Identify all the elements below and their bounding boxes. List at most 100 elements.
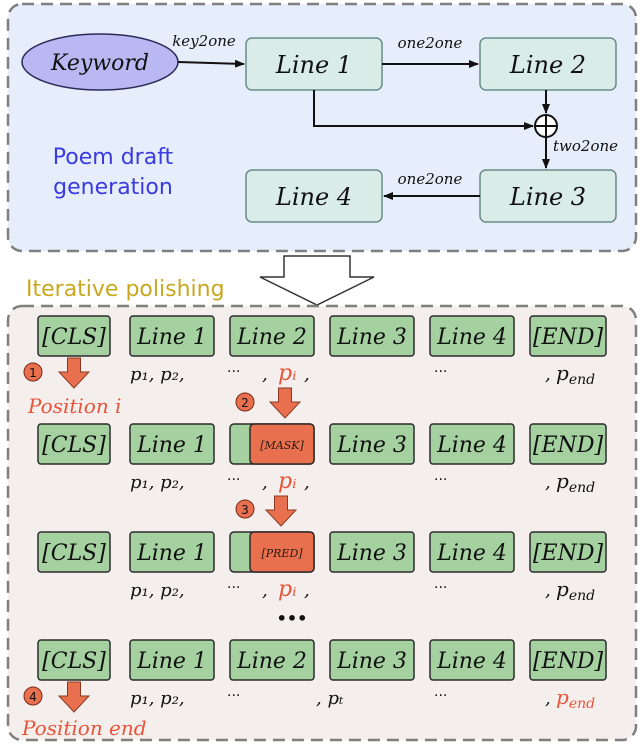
edge-one2one-a-label: one2one [398, 34, 463, 52]
cell-label: Line 3 [336, 649, 407, 674]
cell-row2-3 [329, 423, 415, 465]
edge-key2one-label: key2one [172, 32, 236, 50]
step1-badge-num: 1 [29, 366, 37, 380]
cell-row1-1 [129, 315, 215, 357]
cell-label: [CLS] [42, 325, 106, 350]
cell-label: Line 2 [236, 325, 307, 350]
edge-line1-combine [313, 90, 534, 130]
pos-end: pend [556, 469, 595, 496]
cell-label: Line 4 [436, 541, 507, 566]
cell-row4-3 [329, 639, 415, 681]
pos-p1p2: p₁, p₂, [130, 688, 185, 709]
cell-row3-3 [329, 531, 415, 573]
polishing-rows: [CLS] Line 1 Line 2 Line 3 Line 4 [END] p₁, p₂… [21, 315, 607, 740]
cell-label: [END] [533, 649, 604, 674]
cell-row4-0 [37, 639, 111, 681]
cell-row1-2 [229, 315, 315, 357]
cell-row1-0 [37, 315, 111, 357]
pos-end-comma: , [545, 364, 551, 385]
pos-end-p: p [556, 361, 569, 385]
step1-badge [23, 362, 43, 382]
generation-section-label-2: generation [53, 175, 173, 200]
cell-row2-5 [529, 423, 607, 465]
cell-label: Line 1 [136, 649, 207, 674]
pos-end-p: p [556, 469, 569, 493]
position-i-label: Position i [27, 394, 121, 418]
gen-line2-label: Line 2 [509, 51, 586, 79]
pos-comma-after: , [304, 580, 310, 601]
cell-label: [CLS] [42, 541, 106, 566]
step2-arrow [268, 387, 302, 419]
pos-dots-a: ··· [227, 472, 240, 488]
pos-comma-after: , [304, 472, 310, 493]
gen-line4-label: Line 4 [275, 183, 352, 211]
cell-label: [CLS] [42, 649, 106, 674]
pos-dots-b: ··· [434, 580, 447, 596]
cell-label: [CLS] [42, 433, 106, 458]
pos-end-sub: end [569, 480, 595, 496]
keyword-label: Keyword [50, 51, 149, 76]
step3-badge [235, 499, 255, 519]
pos-pi: pᵢ [278, 469, 297, 494]
step4-badge [23, 686, 43, 706]
pos-comma: , [262, 472, 268, 493]
cell-row1-5 [529, 315, 607, 357]
pos-dots-a: ··· [227, 364, 240, 380]
edge-keyword-line1 [177, 59, 245, 68]
step2-badge-num: 2 [241, 396, 249, 410]
polishing-section-label: Iterative polishing [26, 277, 225, 302]
pos-end-sub: end [569, 588, 595, 604]
step1-arrow [57, 357, 91, 389]
pos-end: pend [556, 577, 595, 604]
edge-one2one-b-label: one2one [398, 170, 463, 188]
pos-end-p: p [556, 685, 569, 709]
step3-arrow [264, 495, 298, 527]
cell-row1-4 [429, 315, 515, 357]
cell-row1-3 [329, 315, 415, 357]
pos-end-comma: , [545, 472, 551, 493]
pos-dots-b: ··· [434, 364, 447, 380]
cell-row3-1 [129, 531, 215, 573]
gen-line3-label: Line 3 [509, 183, 586, 211]
pos-comma: , [262, 364, 268, 385]
step2-badge [235, 392, 255, 412]
cell-row4-4 [429, 639, 515, 681]
cell-label: Line 1 [136, 541, 207, 566]
cell-label: Line 4 [436, 433, 507, 458]
pos-pi: pᵢ [278, 361, 297, 386]
cell-row2-2-masked [249, 423, 315, 465]
cell-row2-4 [429, 423, 515, 465]
pos-dots-a: ··· [227, 580, 240, 596]
pos-pt: , pₜ [316, 688, 344, 709]
generation-section-label-1: Poem draft [53, 145, 174, 170]
cell-label: [END] [533, 541, 604, 566]
pos-comma-after: , [304, 364, 310, 385]
step4-arrow [57, 681, 91, 713]
step4-badge-num: 4 [29, 690, 37, 704]
pos-dots-b: ··· [434, 472, 447, 488]
cell-label: Line 3 [336, 541, 407, 566]
vertical-continuation-dots: ••• [277, 609, 308, 628]
pos-pi: pᵢ [278, 577, 297, 602]
cell-label: Line 3 [336, 433, 407, 458]
pos-end: pend [556, 685, 595, 712]
gen-line1-label: Line 1 [275, 51, 352, 79]
cell-label: [MASK] [260, 439, 304, 452]
pos-end-comma: , [545, 688, 551, 709]
cell-label: Line 4 [436, 649, 507, 674]
edge-two2one-label: two2one [553, 137, 618, 155]
pos-end-p: p [556, 577, 569, 601]
pos-p1p2: p₁, p₂, [130, 472, 185, 493]
cell-label: Line 1 [136, 433, 207, 458]
step3-badge-num: 3 [241, 503, 249, 517]
cell-label: Line 3 [336, 325, 407, 350]
cell-row3-0 [37, 531, 111, 573]
cell-label: Line 2 [236, 649, 307, 674]
cell-row4-5 [529, 639, 607, 681]
cell-row2-1 [129, 423, 215, 465]
pos-comma: , [262, 580, 268, 601]
cell-row4-1 [129, 639, 215, 681]
pos-end: pend [556, 361, 595, 388]
polishing-panel [6, 304, 638, 742]
gen-line4-box [245, 169, 383, 223]
